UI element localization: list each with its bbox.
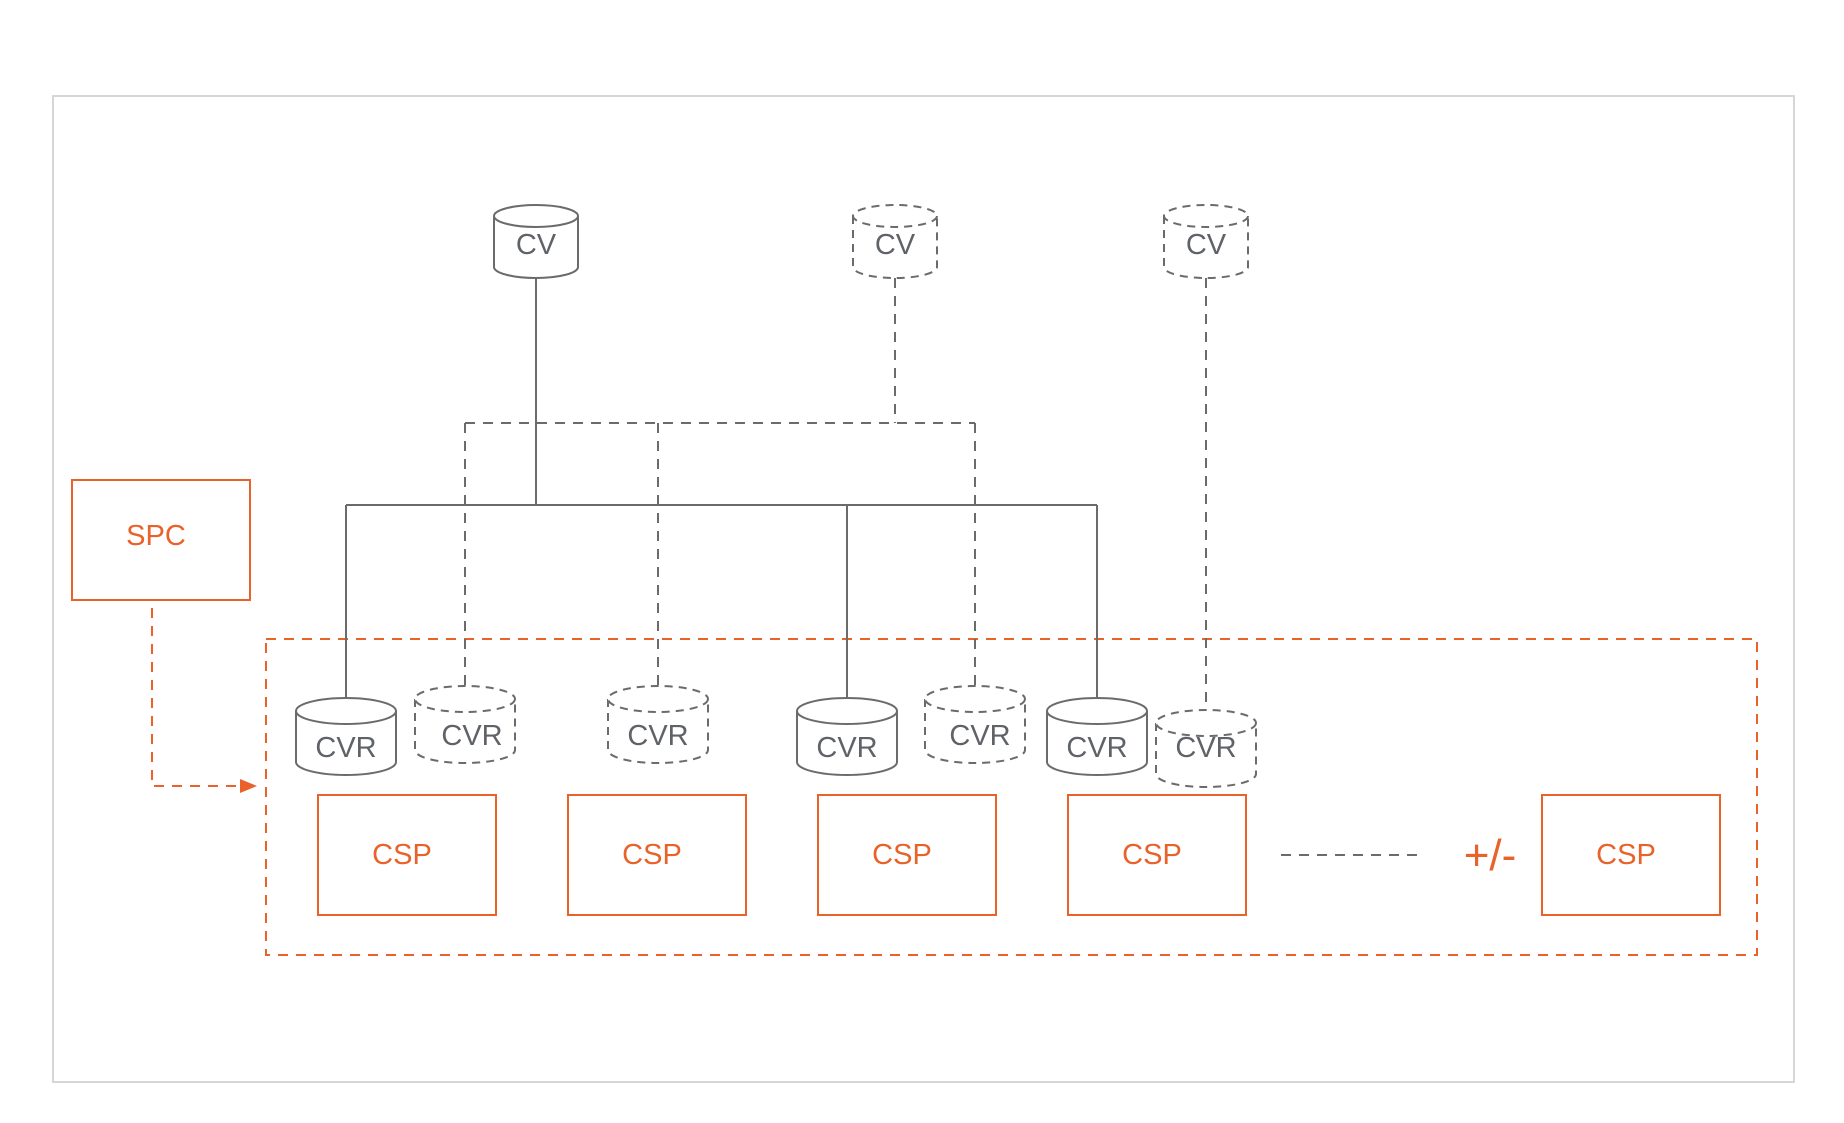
volume-cv-3	[1163, 204, 1249, 279]
cylinder-top-icon	[924, 685, 1026, 713]
replica-cvr-5-label: CVR	[949, 720, 1010, 752]
pool-csp-4	[1067, 794, 1247, 916]
pool-csp-2-label: CSP	[622, 839, 682, 871]
cylinder-icon	[414, 699, 516, 764]
replica-cvr-2-label: CVR	[441, 720, 502, 752]
cylinder-top-icon	[295, 697, 397, 725]
pool-csp-5-label: CSP	[1596, 839, 1656, 871]
pool-csp-1-label: CSP	[372, 839, 432, 871]
solid-connectors	[345, 278, 1098, 699]
pool-csp-1	[317, 794, 497, 916]
cylinder-top-icon	[493, 204, 579, 228]
replica-cvr-1-label: CVR	[315, 732, 376, 764]
cylinder-top-icon	[607, 685, 709, 713]
cylinder-top-icon	[1046, 697, 1148, 725]
replica-cvr-3	[607, 685, 709, 764]
pool-csp-2	[567, 794, 747, 916]
dashed-connectors	[464, 278, 1417, 856]
cylinder-icon	[1163, 216, 1249, 279]
cylinder-top-icon	[796, 697, 898, 725]
cylinder-icon	[1046, 711, 1148, 776]
cylinder-icon	[796, 711, 898, 776]
spc-to-pool-arrow	[151, 608, 244, 787]
cylinder-icon	[607, 699, 709, 764]
replica-cvr-4	[796, 697, 898, 776]
pool-csp-5	[1541, 794, 1721, 916]
replica-cvr-1	[295, 697, 397, 776]
replica-cvr-4-label: CVR	[816, 732, 877, 764]
volume-cv-1	[493, 204, 579, 279]
cylinder-top-icon	[852, 204, 938, 228]
replica-cvr-2	[414, 685, 516, 764]
cylinder-icon	[295, 711, 397, 776]
cylinder-icon	[924, 699, 1026, 764]
replica-cvr-7-label: CVR	[1175, 732, 1236, 764]
volume-cv-3-label: CV	[1186, 229, 1227, 261]
pool-csp-4-label: CSP	[1122, 839, 1182, 871]
cylinder-top-icon	[1155, 709, 1257, 737]
spc-label: SPC	[126, 520, 186, 552]
pool-group-boundary	[265, 638, 1758, 956]
replica-cvr-6-label: CVR	[1066, 732, 1127, 764]
pool-csp-3	[817, 794, 997, 916]
cylinder-top-icon	[1163, 204, 1249, 228]
volume-cv-2	[852, 204, 938, 279]
outer-frame	[52, 95, 1795, 1083]
cylinder-icon	[852, 216, 938, 279]
cylinder-top-icon	[414, 685, 516, 713]
arrowhead-icon	[240, 779, 257, 793]
volume-cv-1-label: CV	[516, 229, 557, 261]
replica-cvr-6	[1046, 697, 1148, 776]
spc-box	[71, 479, 251, 601]
scale-symbol: +/-	[1464, 831, 1517, 880]
cylinder-icon	[1155, 723, 1257, 788]
replica-cvr-7	[1155, 709, 1257, 788]
cylinder-icon	[493, 216, 579, 279]
pool-csp-3-label: CSP	[872, 839, 932, 871]
replica-cvr-5	[924, 685, 1026, 764]
replica-cvr-3-label: CVR	[627, 720, 688, 752]
volume-cv-2-label: CV	[875, 229, 916, 261]
